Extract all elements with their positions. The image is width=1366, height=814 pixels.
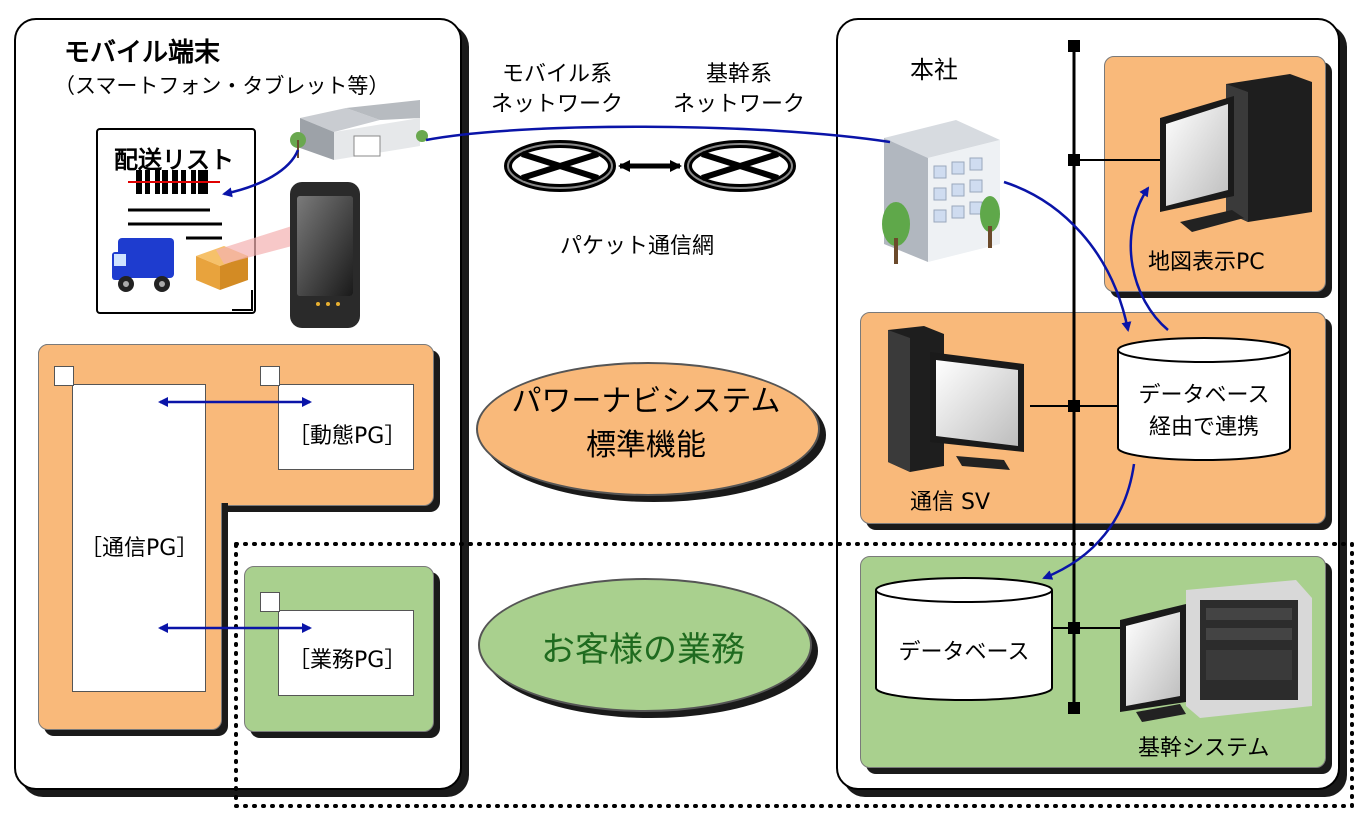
core-database-cylinder	[875, 577, 1053, 701]
standard-function-ellipse	[476, 362, 820, 496]
hq-title: 本社	[910, 56, 958, 84]
standard-function-line1: パワーナビシステム	[511, 384, 781, 419]
core-system-label: 基幹システム	[1138, 736, 1270, 761]
core-network-label: 基幹系 ネットワーク	[664, 60, 814, 120]
db-to-map-pc-arrow	[1129, 186, 1169, 331]
comm-server-icon	[888, 326, 1024, 472]
doc-fold-icon	[232, 290, 253, 311]
dynamic-pg-handle	[260, 366, 280, 386]
comm-pg-handle	[54, 366, 74, 386]
core-network-line2: ネットワーク	[672, 92, 805, 117]
customer-business-ellipse	[478, 578, 812, 712]
delivery-list-title: 配送リスト	[114, 146, 234, 174]
db-link-text: データベース 経由で連携	[1118, 380, 1290, 444]
comm-server-label: 通信 SV	[910, 490, 991, 515]
comm-pg-box	[72, 384, 206, 692]
core-database-text: データベース	[898, 640, 1030, 665]
customer-business-text: お客様の業務	[541, 630, 745, 670]
customer-area-dotted-border	[234, 542, 1354, 808]
map-pc-computer-icon	[1160, 74, 1312, 232]
core-router-icon	[684, 140, 796, 192]
mobile-network-line1: モバイル系	[501, 62, 612, 87]
db-to-core-db-arrow	[1042, 463, 1136, 580]
office-building-icon	[882, 120, 1000, 264]
db-link-line1: データベース	[1138, 383, 1270, 408]
dynamic-pg-label: ［動態PG］	[288, 424, 407, 449]
mobile-router-icon	[504, 140, 616, 192]
barcode-icon	[128, 170, 222, 240]
standard-function-text: パワーナビシステム 標準機能	[476, 380, 816, 468]
mobile-subtitle: （スマートフォン・タブレット等）	[54, 74, 390, 98]
business-pg-handle	[260, 592, 280, 612]
mobile-title: モバイル端末	[64, 38, 221, 68]
to-delivery-list-arrow	[222, 149, 300, 198]
db-link-cylinder	[1117, 337, 1291, 461]
core-network-line1: 基幹系	[705, 62, 772, 87]
building-to-db-arrow	[1003, 180, 1132, 332]
business-pg-label: ［業務PG］	[288, 648, 407, 673]
mobile-network-line2: ネットワーク	[490, 92, 623, 117]
standard-function-line2: 標準機能	[586, 428, 706, 463]
core-system-server-icon	[1120, 580, 1312, 722]
db-link-line2: 経由で連携	[1148, 415, 1259, 440]
comm-pg-label: ［通信PG］	[80, 536, 199, 561]
warehouse-icon	[290, 100, 428, 160]
packet-network-label: パケット通信網	[560, 234, 715, 259]
lan-backbone	[1030, 40, 1168, 714]
mobile-network-label: モバイル系 ネットワーク	[482, 60, 632, 120]
smartphone-icon	[216, 182, 360, 328]
delivery-truck-icon	[112, 238, 174, 292]
packet-communication-line	[425, 125, 891, 144]
map-pc-label: 地図表示PC	[1148, 250, 1265, 275]
